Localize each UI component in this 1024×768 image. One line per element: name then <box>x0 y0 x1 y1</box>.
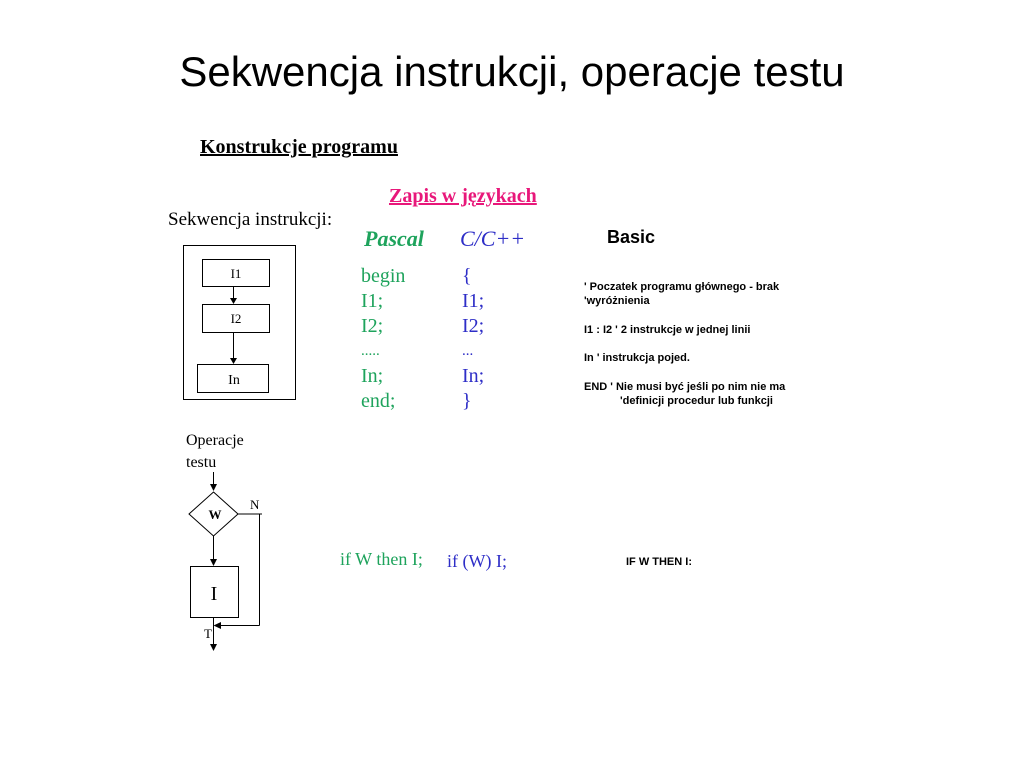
basic-header: Basic <box>607 227 656 247</box>
cpp-code-line: I2; <box>462 315 485 337</box>
false-branch-label: N <box>250 497 260 512</box>
basic-code-line: 'wyróżnienia <box>584 295 650 307</box>
cpp-code-block: { I1; I2; ... In; } <box>462 264 484 414</box>
languages-heading: Zapis w językach <box>389 185 537 207</box>
pascal-if: if W then I; <box>340 549 423 569</box>
pascal-code-line: end; <box>361 390 396 412</box>
pascal-code-line: In; <box>361 365 384 387</box>
test-label-line: testu <box>186 454 217 471</box>
basic-code-line: 'definicji procedur lub funkcji <box>620 395 773 407</box>
basic-code-line: END ' Nie musi być jeśli po nim nie ma <box>584 381 786 393</box>
pascal-code-line: begin <box>361 265 406 287</box>
sequence-label: Sekwencja instrukcji: <box>168 209 333 230</box>
cpp-code-line: In; <box>462 365 485 387</box>
sequence-box-i2: I2 <box>231 311 242 326</box>
cpp-if: if (W) I; <box>447 551 507 571</box>
test-label: Operacje testu <box>186 430 244 474</box>
basic-code-line: ' Poczatek programu głównego - brak <box>584 281 780 293</box>
test-label-line: Operacje <box>186 432 244 449</box>
basic-code-line: In ' instrukcja pojed. <box>584 352 690 364</box>
cpp-code-line: I1; <box>462 290 485 312</box>
cpp-code-line: ... <box>462 343 474 359</box>
true-branch-label: T <box>204 626 212 641</box>
sequence-box-i1: I1 <box>231 266 242 281</box>
cpp-code-line: { <box>462 265 472 287</box>
pascal-code-line: ..... <box>361 343 380 359</box>
pascal-header: Pascal <box>364 226 424 251</box>
sequence-box-in: In <box>228 373 240 388</box>
slide-title: Sekwencja instrukcji, operacje testu <box>179 48 845 95</box>
basic-if: IF W THEN I: <box>626 556 692 568</box>
pascal-code-line: I2; <box>361 315 384 337</box>
test-diagram: W N I T <box>188 472 262 651</box>
condition-label: W <box>209 507 222 522</box>
basic-code-line: I1 : I2 ' 2 instrukcje w jednej linii <box>584 324 751 336</box>
pascal-code-block: begin I1; I2; ..... In; end; <box>361 264 405 414</box>
cpp-header: C/C++ <box>460 226 526 251</box>
sequence-diagram: I1 I2 In <box>183 245 296 400</box>
pascal-code-line: I1; <box>361 290 384 312</box>
instruction-box-label: I <box>211 583 218 605</box>
section-heading: Konstrukcje programu <box>200 136 398 158</box>
cpp-code-line: } <box>462 390 472 412</box>
